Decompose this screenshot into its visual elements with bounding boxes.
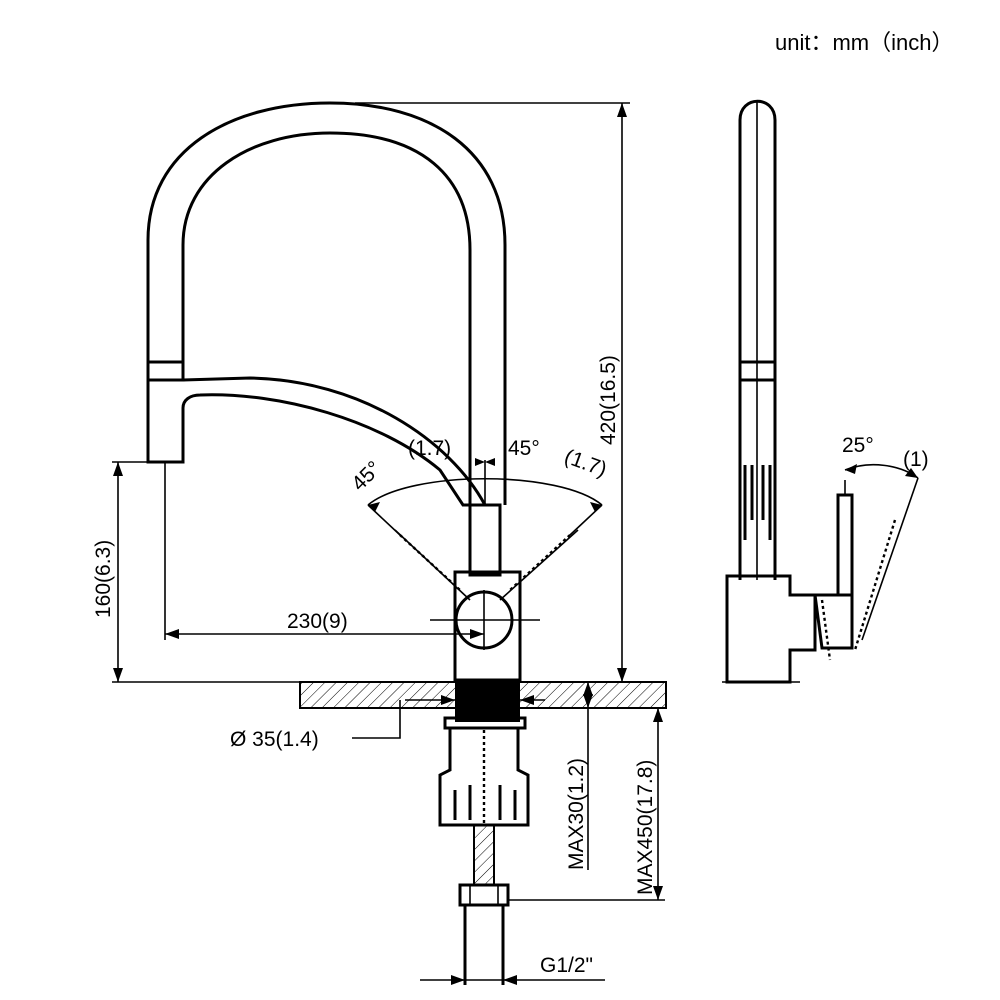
side-view: 25° (1) [722,99,929,684]
lever-handle [468,503,502,577]
spout-inner [181,131,472,505]
angle-left: 45° [347,457,386,496]
dim-max-deck: MAX30(1.2) [565,758,588,870]
angle-right: 45° [508,437,540,460]
dim-max-hose: MAX450(17.8) [634,760,657,895]
unit-label: unit：mm（inch） [775,30,953,55]
angle-left-len: (1.7) [408,437,451,460]
side-body [725,574,817,684]
hose-fitting [458,883,510,985]
mounting-nut [438,726,530,827]
lever-right-position [509,534,571,591]
side-handle [836,493,854,597]
side-angle-len: (1) [903,448,929,471]
spout-coupling [146,360,185,382]
faucet-body [453,570,522,682]
angle-right-len: (1.7) [561,445,609,481]
swing-arc [367,478,603,506]
dim-thread: G1/2" [540,954,593,977]
front-view: 420(16.5) 160(6.3) 230(9) Ø 35(1.4) MAX3… [92,101,667,985]
dim-spout-height: 160(6.3) [92,540,115,618]
mounting-shank [455,682,520,722]
dim-hole-diameter: Ø 35(1.4) [230,728,319,751]
supply-hose [473,824,495,886]
spray-head [146,376,488,507]
dim-reach: 230(9) [287,610,348,633]
side-angle: 25° [842,434,874,457]
dim-height-total: 420(16.5) [597,355,620,445]
spout-outer [146,101,507,505]
